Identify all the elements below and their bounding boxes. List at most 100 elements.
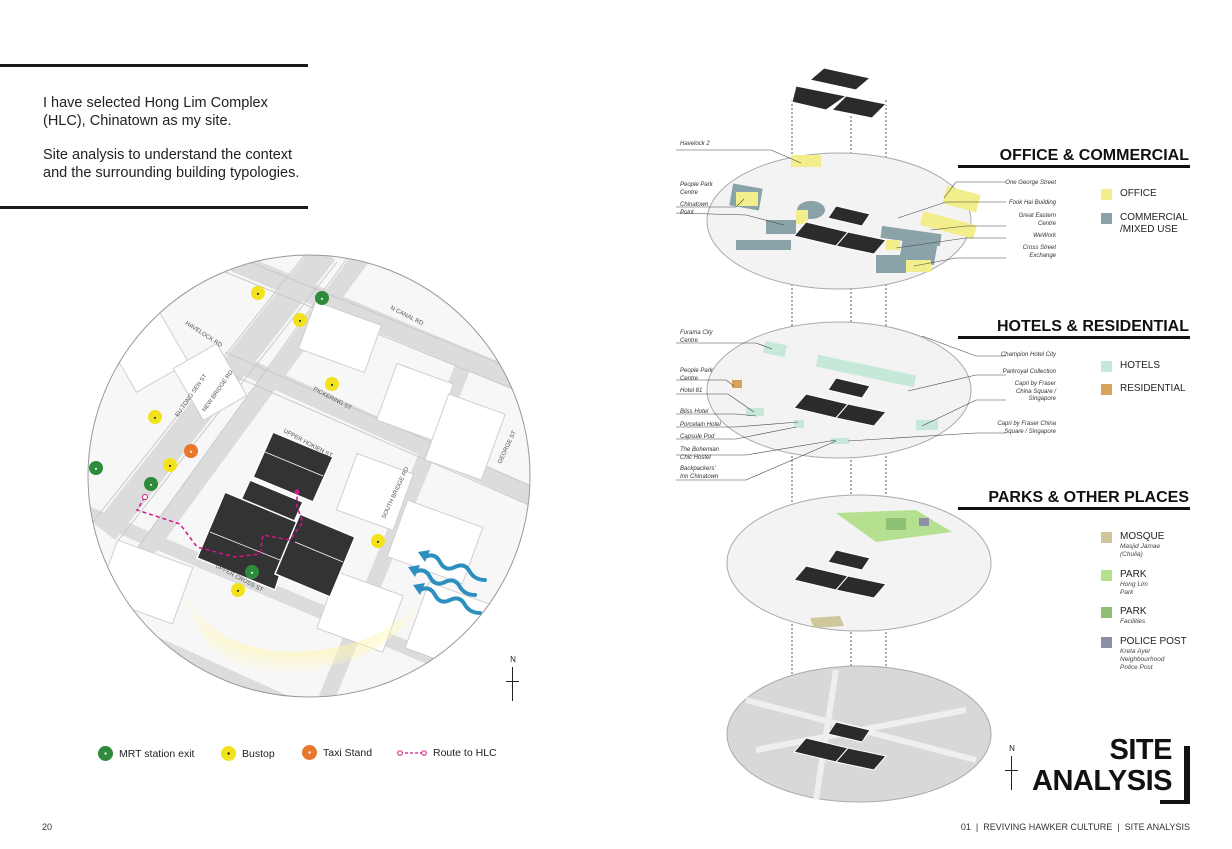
key-residential-label: RESIDENTIAL: [1120, 383, 1186, 394]
page-number: 20: [42, 822, 53, 832]
running-title: 01 | REVIVING HAWKER CULTURE | SITE ANAL…: [960, 822, 1190, 832]
north-arrow: N: [506, 655, 520, 703]
key-mosque-sub: Masjid Jamae (Chulia): [1120, 543, 1161, 558]
svg-text:▪: ▪: [237, 588, 240, 595]
section-title-hotels: HOTELS & RESIDENTIAL: [996, 318, 1189, 335]
taxi-stand-markers: [184, 444, 198, 458]
svg-text:▪: ▪: [377, 539, 380, 546]
mrt-icon: ▪: [98, 746, 113, 761]
mosque-swatch: [1101, 532, 1112, 543]
callout-one-george-street: One George Street: [1005, 180, 1056, 186]
legend-bus: ▪ Bustop: [221, 746, 275, 761]
callout-bliss: Bliss Hotel: [680, 409, 709, 415]
callout-people-park-centre: People Park Centre: [680, 182, 713, 196]
callout-havelock2: Havelock 2: [680, 141, 710, 147]
callout-capri-1: Capri by Fraser China Square / Singapore: [1014, 381, 1056, 402]
site-map: HAVELOCK RD EU TONG SEN ST NEW BRIDGE RD…: [87, 254, 531, 698]
page-title-line1: SITE: [1109, 734, 1173, 766]
legend-mrt: ▪ MRT station exit: [98, 746, 194, 761]
legend-bus-label: Bustop: [242, 747, 275, 760]
key-police-label: POLICE POST: [1120, 636, 1187, 647]
hotels-swatch: [1101, 361, 1112, 372]
svg-text:▪: ▪: [299, 318, 302, 325]
key-park-facilities-label: PARK: [1120, 606, 1147, 617]
callout-wework: WeWork: [1033, 233, 1056, 239]
park-facilities-swatch: [1101, 607, 1112, 618]
layer-base-map: [726, 665, 992, 803]
office-swatch: [1101, 189, 1112, 200]
callout-furama: Furama City Centre: [680, 330, 713, 344]
legend-mrt-label: MRT station exit: [119, 747, 195, 760]
callout-cross-street: Cross Street Exchange: [1022, 245, 1056, 259]
key-park-sub: Hong Lim Park: [1120, 581, 1148, 596]
key-police-sub: Kreta Ayer Neighbourhood Police Post: [1120, 648, 1165, 671]
callout-fook-hai: Fook Hai Building: [1008, 200, 1056, 206]
top-rule: [0, 64, 308, 67]
intro-paragraph-1: I have selected Hong Lim Complex (HLC), …: [43, 95, 268, 129]
section-rule-hotels: [958, 336, 1190, 339]
key-commercial-label: COMMERCIAL /MIXED USE: [1120, 212, 1188, 235]
title-bracket-bottom: [1160, 800, 1190, 804]
callout-hotel81: Hotel 81: [680, 388, 703, 394]
callout-people-park-2: People Park Centre: [680, 368, 713, 382]
svg-text:▪: ▪: [321, 296, 324, 303]
key-hotels-label: HOTELS: [1120, 360, 1161, 371]
svg-text:▪: ▪: [190, 449, 193, 456]
key-park: PARK Hong Lim Park: [1101, 569, 1148, 597]
callout-bohemian: The Bohemian Chic Hostel: [680, 447, 720, 461]
svg-text:▪: ▪: [257, 291, 260, 298]
exploded-axonometric: [676, 67, 1006, 803]
key-park-facilities: PARK Facilities: [1101, 606, 1147, 626]
legend-taxi-label: Taxi Stand: [323, 746, 373, 759]
police-swatch: [1101, 637, 1112, 648]
key-park-facilities-sub: Facilities: [1120, 618, 1146, 625]
key-hotels: HOTELS: [1101, 360, 1160, 372]
legend-route: Route to HLC: [397, 746, 497, 760]
legend-route-label: Route to HLC: [433, 747, 497, 759]
intro-paragraph-2: Site analysis to understand the context …: [43, 147, 300, 181]
svg-text:▪: ▪: [95, 466, 98, 473]
callout-backpackers: Backpackers' Inn Chinatown: [680, 466, 719, 480]
section-rule-parks: [958, 507, 1190, 510]
north-arrow-right: N: [1005, 744, 1019, 792]
svg-text:▪: ▪: [169, 463, 172, 470]
bus-stop-markers: [148, 286, 385, 597]
key-commercial: COMMERCIAL /MIXED USE: [1101, 212, 1188, 236]
park-swatch: [1101, 570, 1112, 581]
north-label: N: [510, 655, 516, 664]
bottom-rule: [0, 206, 308, 209]
page-title-line2: ANALYSIS: [1032, 765, 1172, 797]
layer-parks: [726, 494, 992, 632]
layer-hotels-residential: [706, 321, 972, 459]
callout-parkroyal: Parkroyal Collection: [1002, 369, 1056, 375]
north-label-right: N: [1009, 744, 1015, 753]
title-bracket: [1184, 746, 1190, 804]
key-park-label: PARK: [1120, 569, 1147, 580]
section-title-parks: PARKS & OTHER PLACES: [988, 489, 1189, 506]
svg-text:▪: ▪: [150, 482, 153, 489]
key-mosque-label: MOSQUE: [1120, 531, 1165, 542]
route-icon: [397, 750, 427, 756]
key-residential: RESIDENTIAL: [1101, 383, 1186, 395]
callout-porcelain: Porcelain Hotel: [680, 422, 721, 428]
callout-great-eastern: Great Eastern Centre: [1018, 213, 1056, 227]
callout-capri-2: Capri by Fraser China Square / Singapore: [997, 421, 1056, 435]
bus-icon: ▪: [221, 746, 236, 761]
callout-champion: Champion Hotel City: [1000, 352, 1056, 358]
svg-text:▪: ▪: [251, 570, 254, 577]
svg-text:▪: ▪: [154, 415, 157, 422]
section-title-office: OFFICE & COMMERCIAL: [999, 147, 1189, 164]
section-rule-office: [958, 165, 1190, 168]
svg-text:▪: ▪: [331, 382, 334, 389]
legend-taxi: ▪ Taxi Stand: [302, 745, 372, 760]
commercial-swatch: [1101, 213, 1112, 224]
residential-swatch: [1101, 384, 1112, 395]
taxi-icon: ▪: [302, 745, 317, 760]
layer-office-commercial: [706, 152, 981, 290]
callout-chinatown-point: Chinatown Point: [680, 202, 709, 216]
key-office-label: OFFICE: [1120, 188, 1157, 199]
callout-capsule-pod: Capsule Pod: [680, 434, 715, 440]
site-block-top: [791, 67, 888, 119]
key-office: OFFICE: [1101, 188, 1157, 200]
mrt-exit-markers: [89, 291, 329, 579]
